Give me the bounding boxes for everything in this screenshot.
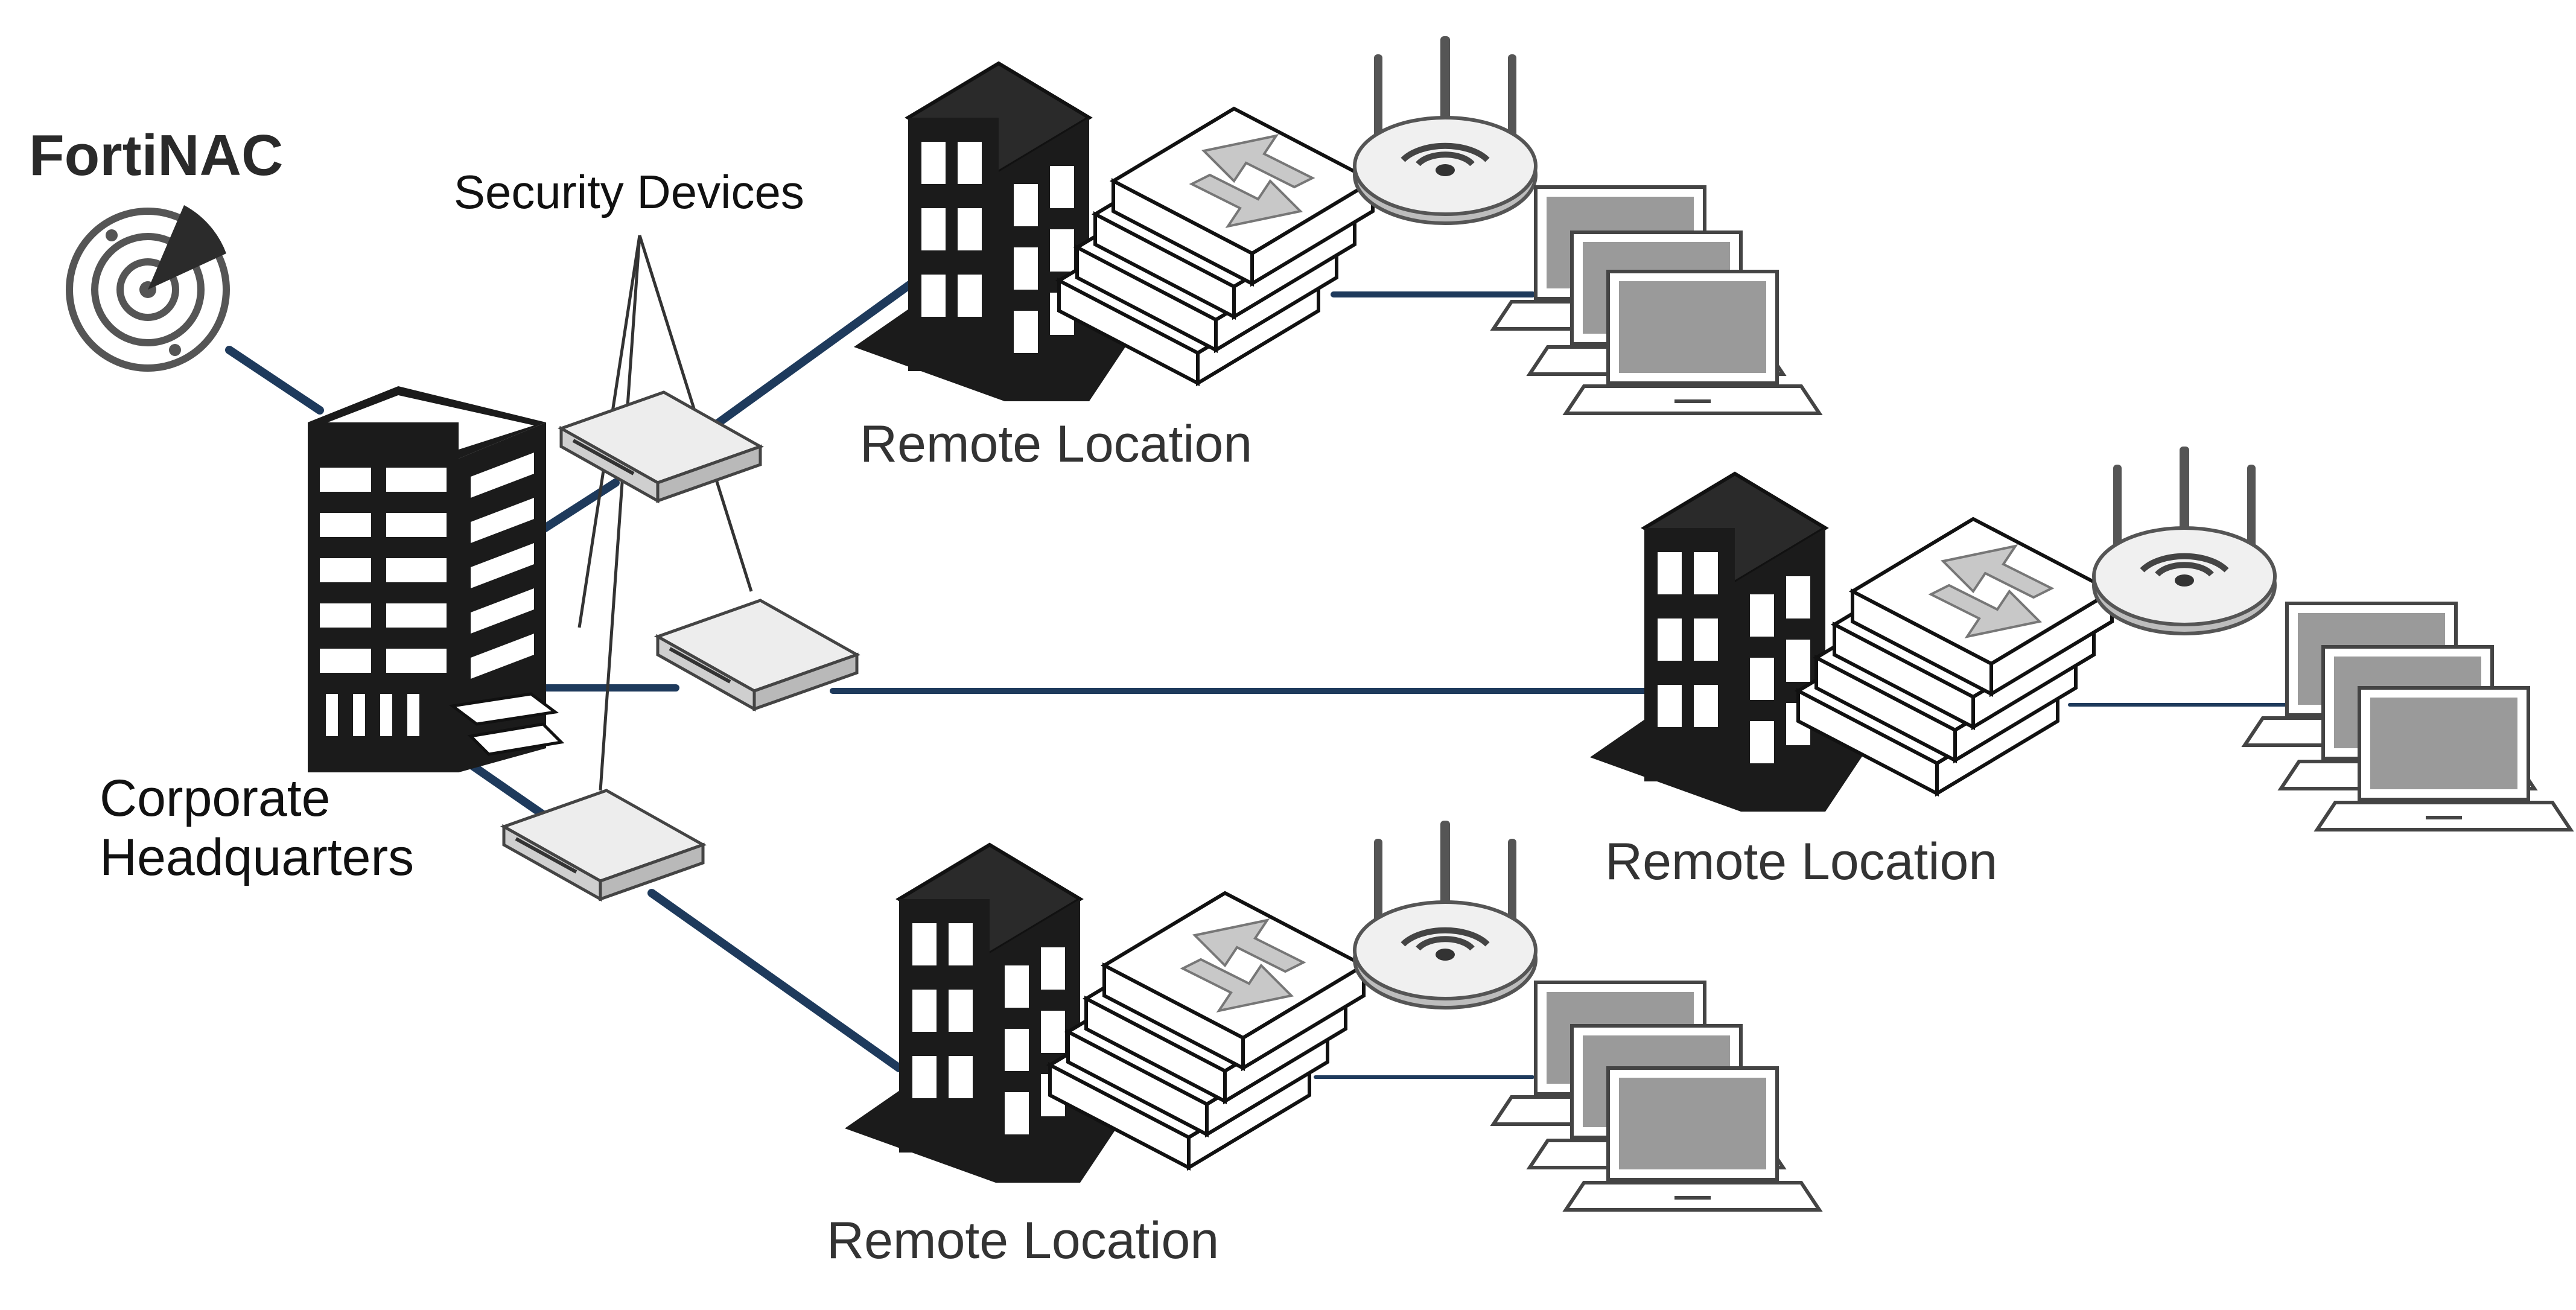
link-device-1-remote-1 <box>690 279 915 445</box>
wireless-access-point-icon <box>1355 821 1536 1008</box>
link-hq-device-3 <box>460 756 547 819</box>
hq-label-line-1: Corporate <box>100 769 330 827</box>
remote-site-1: Remote Location <box>854 36 1819 473</box>
remote-site-2: Remote Location <box>1590 447 2571 891</box>
remote-location-label: Remote Location <box>827 1212 1219 1270</box>
remote-site-3: Remote Location <box>827 821 1819 1270</box>
remote-location-label: Remote Location <box>860 415 1252 473</box>
appliance-icon <box>658 600 857 709</box>
appliance-icon <box>561 392 760 501</box>
fortinac-label: FortiNAC <box>29 123 283 188</box>
link-device-3-remote-3 <box>647 889 903 1072</box>
remote-location-label: Remote Location <box>1605 833 1997 891</box>
security-devices-label: Security Devices <box>454 165 804 218</box>
wireless-access-point-icon <box>2094 447 2275 634</box>
link-fortinac-hq <box>225 346 324 415</box>
radar-icon <box>66 205 230 372</box>
security-devices-callout <box>577 235 753 791</box>
hq-label-line-2: Headquarters <box>100 828 414 886</box>
wireless-access-point-icon <box>1355 36 1536 223</box>
office-tower-icon <box>308 386 565 772</box>
